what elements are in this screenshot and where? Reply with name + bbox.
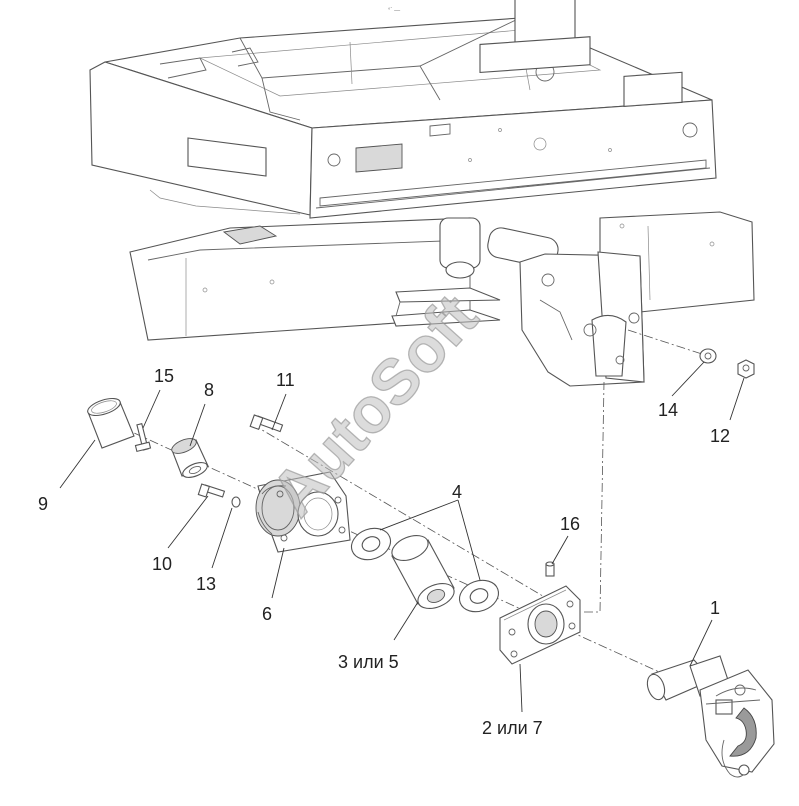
callout-10: 10 bbox=[152, 554, 172, 574]
part-3-5-sleeve bbox=[391, 535, 455, 609]
mounting-bracket bbox=[519, 251, 645, 387]
part-6-flange-housing bbox=[255, 471, 351, 553]
callout-13: 13 bbox=[196, 574, 216, 594]
callout-4: 4 bbox=[452, 482, 462, 502]
part-15-pin bbox=[134, 422, 152, 453]
callout-12: 12 bbox=[710, 426, 730, 446]
part-4-washer-a bbox=[350, 527, 392, 561]
callout-labels: 15 8 11 9 10 13 6 4 3 или 5 2 или 7 16 1… bbox=[38, 366, 730, 738]
tractor-frame bbox=[89, 0, 717, 219]
part-13-washer bbox=[231, 496, 241, 508]
hitch-linkage bbox=[391, 217, 559, 327]
callout-6: 6 bbox=[262, 604, 272, 624]
leader-lines bbox=[59, 361, 745, 713]
callout-3-5: 3 или 5 bbox=[338, 652, 399, 672]
part-1-hitch-hook bbox=[646, 655, 775, 778]
callout-1: 1 bbox=[710, 598, 720, 618]
callout-15: 15 bbox=[154, 366, 174, 386]
part-4-washer-b bbox=[458, 579, 500, 613]
callout-2-7: 2 или 7 bbox=[482, 718, 543, 738]
part-8-buffer bbox=[171, 438, 209, 478]
part-9-bushing bbox=[87, 397, 135, 449]
part-14-washer bbox=[699, 348, 717, 364]
callout-14: 14 bbox=[658, 400, 678, 420]
part-16-grease-fitting bbox=[545, 561, 555, 577]
callout-8: 8 bbox=[204, 380, 214, 400]
callout-11: 11 bbox=[276, 370, 295, 390]
part-10-bolt bbox=[197, 483, 226, 498]
part-2-7-rear-flange bbox=[499, 585, 581, 665]
top-mark: °´ — bbox=[388, 8, 400, 14]
callout-16: 16 bbox=[560, 514, 580, 534]
callout-9: 9 bbox=[38, 494, 48, 514]
part-12-nut bbox=[737, 359, 755, 379]
support-beam bbox=[129, 211, 755, 341]
part-11-bolt bbox=[249, 414, 284, 433]
